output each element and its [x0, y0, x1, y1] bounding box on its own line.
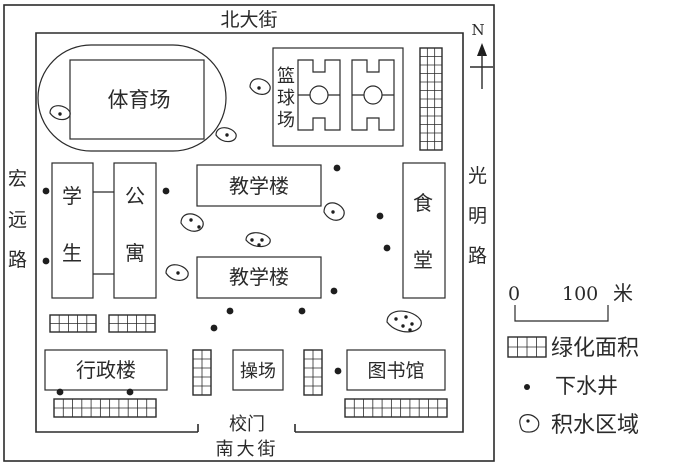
green-area: [344, 398, 448, 418]
green-area: [108, 314, 156, 333]
student-dorm-right: 公 寓: [113, 162, 157, 299]
green-area: [192, 349, 212, 396]
svg-text:0: 0: [508, 283, 520, 305]
manhole-icon: [333, 164, 341, 172]
legend-item-manhole: 下水井: [524, 374, 618, 398]
waterlogging-area-icon: [165, 264, 189, 281]
svg-text:宏: 宏: [8, 168, 27, 190]
gate-label: 校门: [229, 414, 265, 435]
svg-text:寓: 寓: [125, 241, 145, 265]
basketball-court: [297, 59, 341, 131]
basketball-court: [351, 59, 395, 131]
stadium-label: 体育场: [108, 88, 171, 112]
waterlogging-area-icon: [245, 232, 271, 248]
stadium: 体育场: [37, 44, 227, 152]
svg-text:下水井: 下水井: [555, 374, 618, 398]
manhole-icon: [334, 367, 342, 375]
library: 图书馆: [346, 349, 446, 391]
road-north-label: 北大街: [220, 9, 277, 31]
svg-text:明: 明: [468, 205, 487, 227]
svg-text:图书馆: 图书馆: [367, 360, 424, 382]
svg-text:路: 路: [8, 249, 27, 271]
svg-text:球: 球: [277, 88, 295, 109]
svg-text:绿化面积: 绿化面积: [551, 336, 639, 361]
manhole-icon: [126, 388, 134, 396]
waterlogging-icon: [519, 414, 540, 433]
manhole-icon: [376, 212, 384, 220]
playground: 操场: [232, 349, 284, 391]
svg-text:积水区域: 积水区域: [551, 413, 639, 438]
green-area: [49, 314, 97, 333]
manhole-icon: [56, 388, 64, 396]
waterlogging-area-icon: [386, 310, 422, 333]
svg-text:光: 光: [468, 165, 487, 187]
manhole-icon: [383, 244, 391, 252]
svg-text:教学楼: 教学楼: [229, 265, 289, 289]
running-track: [37, 44, 227, 152]
svg-text:路: 路: [468, 245, 487, 267]
svg-text:教学楼: 教学楼: [229, 174, 289, 198]
basketball-courts: 篮 球 场: [272, 47, 404, 147]
stadium-field: [69, 59, 205, 140]
green-area-icon: [507, 336, 547, 358]
green-area: [419, 47, 443, 151]
svg-text:N: N: [471, 21, 484, 39]
teaching-building-2: 教学楼: [196, 256, 322, 299]
outer-boundary: [3, 4, 495, 462]
legend-item-green-area: 绿化面积: [507, 336, 639, 361]
legend: 0 100 米 绿化面积 下水井 积水区域: [507, 281, 639, 438]
svg-text:场: 场: [277, 110, 295, 131]
svg-text:公: 公: [125, 184, 145, 208]
road-west-label: 宏 远 路: [8, 168, 27, 271]
waterlogging-area-icon: [249, 78, 271, 95]
manhole-icon: [298, 307, 306, 315]
svg-text:生: 生: [62, 241, 82, 265]
road-east-label: 光 明 路: [468, 165, 487, 267]
student-dorm-left: 学 生: [51, 162, 94, 299]
manhole-icon: [330, 287, 338, 295]
manhole-icon: [524, 384, 530, 390]
north-arrow-icon: N: [470, 21, 493, 89]
manhole-icon: [210, 324, 218, 332]
scale-bar: 0 100 米: [508, 281, 633, 322]
svg-text:远: 远: [8, 209, 27, 231]
svg-text:米: 米: [613, 281, 633, 305]
svg-text:篮: 篮: [277, 66, 295, 87]
teaching-building-1: 教学楼: [196, 164, 322, 207]
waterlogging-area-icon: [323, 202, 345, 221]
green-area: [303, 349, 323, 396]
road-south-label: 南大街: [216, 439, 279, 460]
svg-text:学: 学: [62, 184, 82, 208]
manhole-icon: [42, 257, 50, 265]
canteen: 食 堂: [402, 162, 446, 299]
svg-text:操场: 操场: [240, 361, 276, 382]
manhole-icon: [162, 187, 170, 195]
manhole-icon: [42, 187, 50, 195]
svg-text:食: 食: [413, 191, 433, 215]
svg-text:行政楼: 行政楼: [76, 358, 136, 382]
green-area: [53, 398, 157, 418]
admin-building: 行政楼: [44, 349, 168, 391]
manhole-icon: [226, 307, 234, 315]
legend-item-waterlogging: 积水区域: [519, 413, 639, 438]
waterlogging-area-icon: [180, 213, 204, 232]
svg-text:堂: 堂: [413, 248, 433, 272]
waterlogging-area-icon: [215, 127, 237, 143]
svg-text:100: 100: [562, 283, 598, 305]
campus-wall: [35, 32, 464, 433]
waterlogging-area-icon: [49, 105, 71, 121]
